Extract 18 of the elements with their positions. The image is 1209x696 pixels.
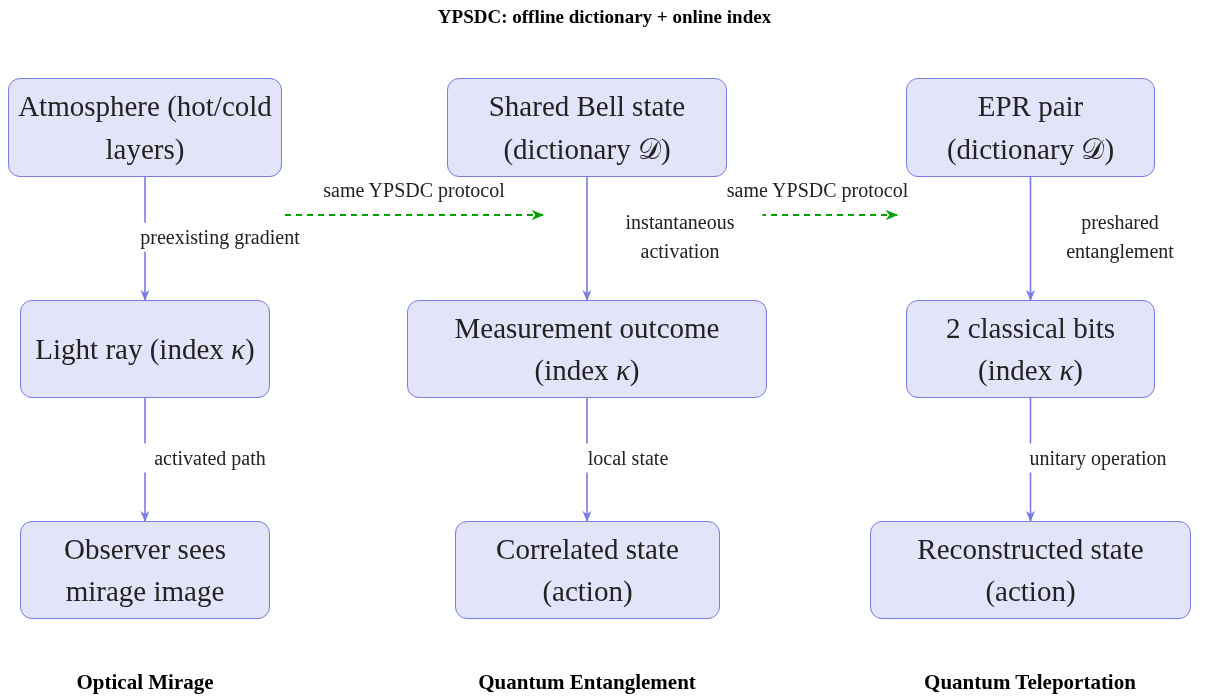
process-box: Light ray (index κ) [20,300,270,398]
column-heading: Quantum Teleportation [924,670,1136,695]
arrow [1026,176,1035,302]
arrow [582,176,592,302]
process-box: 2 classical bits (index κ) [906,300,1155,398]
process-box: Reconstructed state (action) [870,521,1191,619]
diagram-title: YPSDC: offline dictionary + online index [436,6,773,28]
edge-label: preexisting gradient [137,222,303,252]
process-box: Shared Bell state (dictionary 𝒟) [447,78,727,177]
process-box: Observer sees mirage image [20,521,270,619]
arrow-label: same YPSDC protocol [323,177,505,204]
process-box: Correlated state (action) [455,521,720,619]
process-box: Atmosphere (hot/cold layers) [8,78,282,177]
arrow-label: same YPSDC protocol [726,177,909,204]
process-box: EPR pair (dictionary 𝒟) [906,78,1155,177]
column-heading: Quantum Entanglement [478,670,696,695]
process-box: Measurement outcome (index κ) [407,300,767,398]
column-heading: Optical Mirage [76,670,214,695]
